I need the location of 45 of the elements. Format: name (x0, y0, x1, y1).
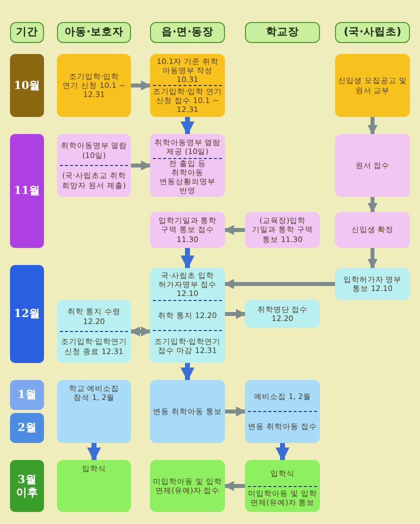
step-card (245, 380, 320, 443)
arrow (368, 248, 378, 269)
column-header: 기간 (10, 22, 44, 43)
step-card (150, 134, 225, 197)
month-label: 10월 (10, 54, 44, 117)
arrow (131, 160, 151, 170)
step-card (57, 134, 131, 197)
step-card (150, 54, 225, 117)
arrow (224, 279, 335, 289)
arrow (224, 225, 245, 235)
step-card (150, 380, 225, 443)
arrow (225, 309, 246, 319)
step-card (335, 268, 410, 300)
column-header: 아동·보호자 (57, 22, 131, 43)
arrow (368, 197, 378, 213)
step-card (150, 212, 225, 248)
step-card (335, 212, 410, 248)
arrow (276, 443, 290, 462)
step-card (57, 300, 131, 363)
column-header: 학교장 (245, 22, 320, 43)
arrow (224, 481, 245, 491)
arrow (368, 117, 378, 135)
arrow (180, 117, 194, 136)
month-label: 1월 (10, 380, 44, 410)
arrow (180, 363, 194, 382)
step-card (57, 460, 131, 512)
step-card (57, 380, 131, 443)
step-card (57, 54, 131, 117)
step-card (335, 54, 410, 117)
step-card (245, 212, 320, 248)
step-card (335, 134, 410, 197)
step-card (245, 300, 320, 328)
step-card (245, 460, 320, 512)
step-card (150, 460, 225, 512)
arrow (131, 80, 151, 90)
column-header: (국·사립초) (335, 22, 410, 43)
month-label: 11월 (10, 134, 44, 248)
month-label: 12월 (10, 265, 44, 363)
month-label: 3월 이후 (10, 460, 44, 512)
column-header: 읍·면·동장 (150, 22, 225, 43)
arrow (225, 406, 246, 416)
arrow (180, 248, 194, 270)
month-label: 2월 (10, 413, 44, 443)
step-card (150, 268, 225, 363)
arrow (87, 443, 101, 462)
